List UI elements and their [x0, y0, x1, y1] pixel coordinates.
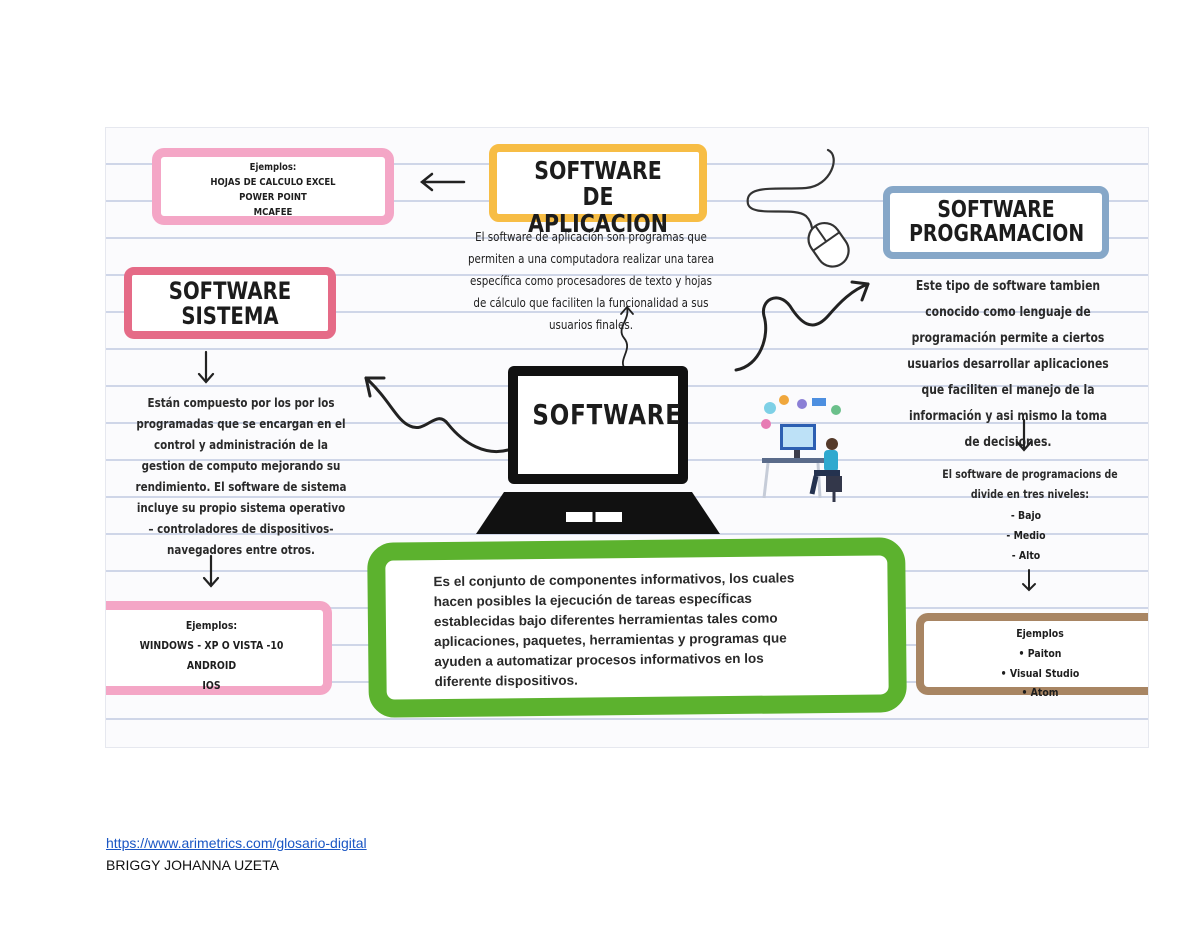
programacion-example-item: • Paiton [1018, 647, 1062, 660]
programacion-title-line2: PROGRAMACION [909, 221, 1085, 248]
curvy-arrow-icon [734, 280, 870, 372]
programmer-illustration [761, 395, 842, 502]
author-name: BRIGGY JOHANNA UZETA [106, 857, 279, 873]
programacion-level-item: - Medio [1006, 529, 1046, 542]
sistema-example-item: ANDROID [186, 659, 237, 672]
laptop-software-label: SOFTWARE [532, 398, 682, 431]
aplicacion-example-item: HOJAS DE CALCULO EXCEL [210, 177, 336, 188]
aplicacion-examples-heading: Ejemplos: [249, 162, 297, 173]
source-link[interactable]: https://www.arimetrics.com/glosario-digi… [106, 835, 367, 851]
laptop-icon [476, 366, 720, 534]
sistema-title-line1: SOFTWARE [168, 277, 292, 305]
sistema-title-box: SOFTWARE SISTEMA [124, 267, 336, 339]
left-arrow-icon [419, 172, 466, 192]
sistema-description: Están compuesto por los por los programa… [135, 396, 347, 557]
down-arrow-icon [1022, 569, 1036, 592]
programacion-title-box: SOFTWARE PROGRAMACION [883, 186, 1109, 259]
aplicacion-example-item: MCAFEE [253, 207, 293, 218]
mouse-icon [746, 148, 850, 268]
aplicacion-examples-box: Ejemplos: HOJAS DE CALCULO EXCEL POWER P… [152, 148, 394, 225]
programacion-level-item: - Bajo [1010, 509, 1042, 522]
sistema-example-item: WINDOWS - XP O VISTA -10 [139, 639, 284, 652]
mind-map-poster: Ejemplos: HOJAS DE CALCULO EXCEL POWER P… [106, 128, 1148, 747]
down-arrow-icon [1015, 418, 1033, 452]
aplicacion-title-line2: APLICACION [528, 208, 668, 238]
sistema-title-line2: SISTEMA [181, 302, 279, 331]
programacion-example-item: • Atom [1021, 686, 1059, 699]
programacion-description: Este tipo de software tambien conocido c… [907, 278, 1109, 450]
software-definition-text: Es el conjunto de componentes informativ… [433, 570, 795, 690]
down-arrow-icon [197, 350, 215, 384]
sistema-examples-heading: Ejemplos: [185, 619, 238, 632]
programacion-examples-box: Ejemplos • Paiton • Visual Studio • Atom [916, 613, 1148, 699]
aplicacion-title-box: SOFTWARE DE APLICACION [489, 144, 707, 236]
squiggle-arrow-icon [620, 305, 634, 371]
programacion-example-item: • Visual Studio [1000, 667, 1080, 680]
aplicacion-example-item: POWER POINT [239, 192, 307, 203]
down-arrow-icon [202, 554, 220, 588]
programacion-levels-text: El software de programacions de divide e… [942, 467, 1118, 501]
aplicacion-title-line1: SOFTWARE DE [534, 156, 662, 212]
programacion-examples-heading: Ejemplos [1016, 627, 1064, 640]
programacion-title-line1: SOFTWARE [937, 197, 1055, 223]
curvy-arrow-icon [364, 376, 510, 453]
sistema-examples-box: Ejemplos: WINDOWS - XP O VISTA -10 ANDRO… [106, 601, 332, 695]
sistema-example-item: IOS [202, 679, 221, 692]
aplicacion-description: El software de aplicación son programas … [467, 230, 715, 332]
software-definition-box: Es el conjunto de componentes informativ… [367, 537, 907, 718]
programacion-level-item: - Alto [1011, 549, 1041, 562]
